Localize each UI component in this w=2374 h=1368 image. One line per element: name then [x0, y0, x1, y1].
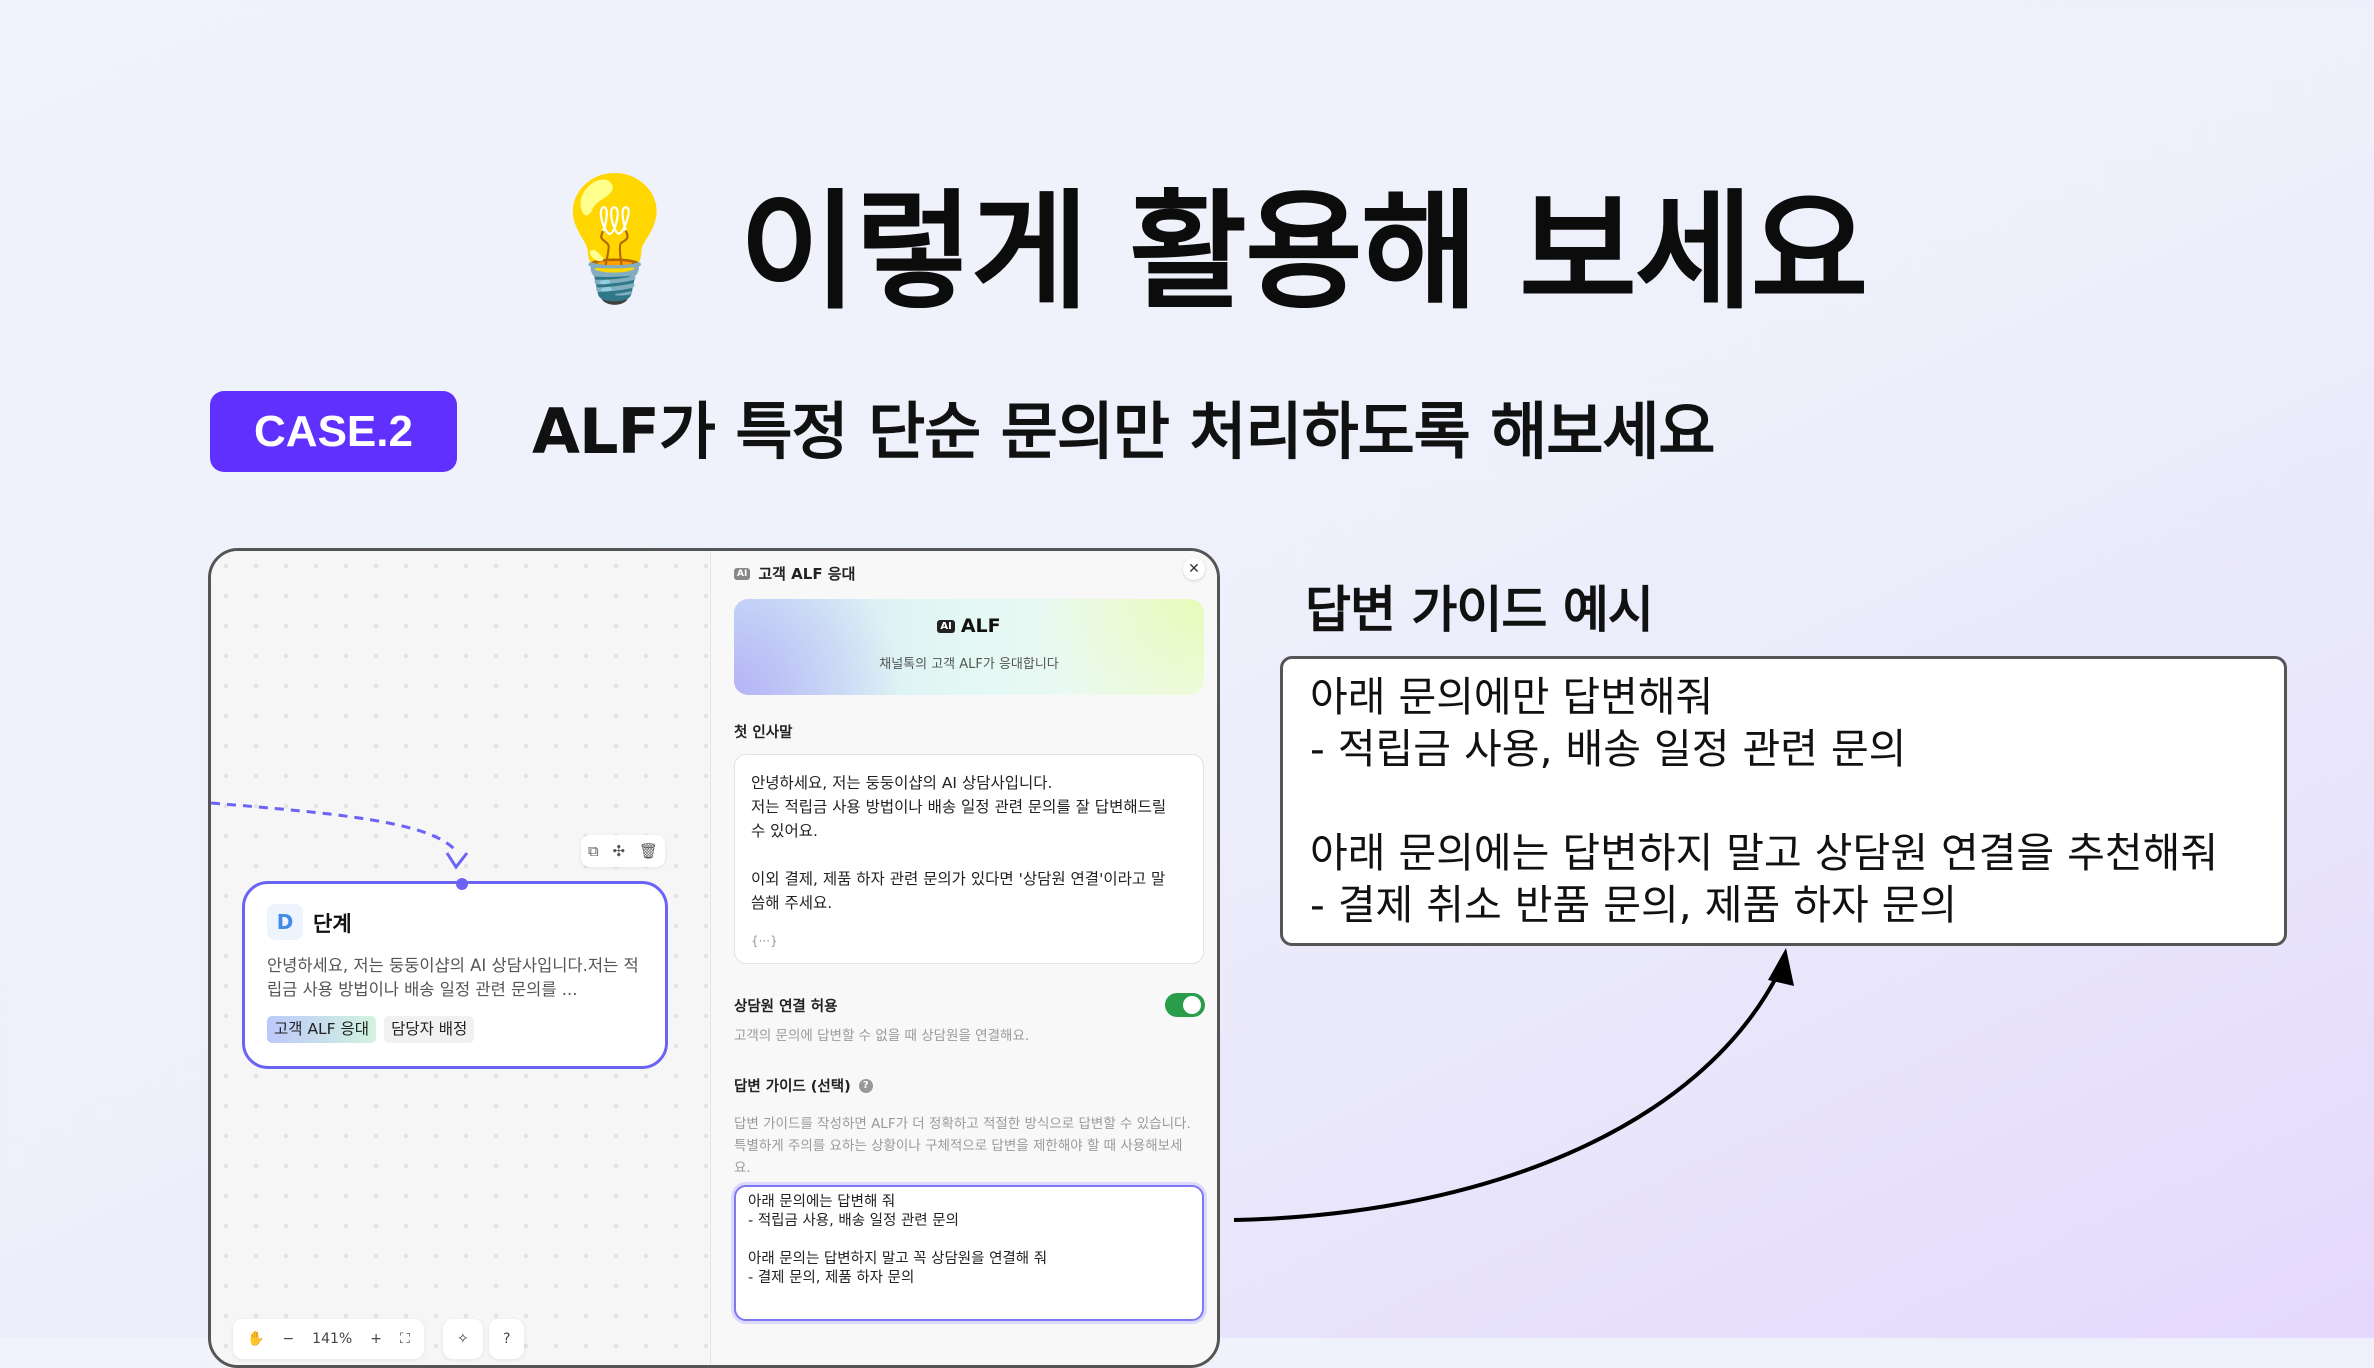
- hand-icon[interactable]: ✋: [247, 1331, 265, 1347]
- node-title: 단계: [313, 912, 352, 936]
- example-box: 아래 문의에만 답변해줘 - 적립금 사용, 배송 일정 관련 문의 아래 문의…: [1280, 656, 2287, 946]
- greeting-label: 첫 인사말: [734, 725, 793, 741]
- handoff-label: 상담원 연결 허용: [734, 999, 838, 1015]
- text-line: 안녕하세요, 저는 둥둥이샵의 AI 상담사입니다.: [751, 774, 1053, 792]
- handoff-toggle[interactable]: [1165, 993, 1205, 1017]
- help-icon: ?: [503, 1331, 511, 1347]
- ai-icon: AI: [937, 620, 955, 633]
- guide-desc-line: 답변 가이드를 작성하면 ALF가 더 정확하고 적절한 방식으로 답변할 수 …: [734, 1116, 1191, 1132]
- banner-subtitle: 채널톡의 고객 ALF가 응대합니다: [879, 657, 1059, 672]
- example-line: - 적립금 사용, 배송 일정 관련 문의: [1310, 725, 1907, 773]
- guide-desc-line: 요.: [734, 1160, 751, 1176]
- node-type-icon: D: [267, 904, 303, 940]
- node-toolbar: ⧉ ✣ 🗑: [581, 835, 665, 867]
- connection-edge: [211, 801, 469, 870]
- zoom-toolbar: ✋ − 141% + ⛶: [233, 1319, 424, 1359]
- help-button[interactable]: ?: [489, 1319, 525, 1359]
- text-line: 수 있어요.: [751, 822, 818, 840]
- text-line: - 결제 문의, 제품 하자 문의: [748, 1270, 915, 1286]
- text-line: 이외 결제, 제품 하자 관련 문의가 있다면 '상담원 연결'이라고 말: [751, 870, 1166, 888]
- magic-wand-icon: ✧: [457, 1331, 469, 1347]
- node-tag: 고객 ALF 응대: [267, 1016, 377, 1043]
- flow-canvas[interactable]: ⧉ ✣ 🗑 D 단계 안녕하세요, 저는 둥둥이샵의 AI 상담사입니다.저는 …: [211, 551, 711, 1365]
- text-line: - 적립금 사용, 배송 일정 관련 문의: [748, 1213, 959, 1229]
- copy-icon[interactable]: ⧉: [587, 842, 599, 860]
- banner-title: ALF: [960, 615, 1001, 637]
- node-description: 안녕하세요, 저는 둥둥이샵의 AI 상담사입니다.저는 적립금 사용 방법이나…: [267, 956, 639, 999]
- example-title: 답변 가이드 예시: [1305, 581, 1654, 639]
- pointer-arrow: [1233, 948, 1794, 1222]
- node-tags: 고객 ALF 응대 담당자 배정: [267, 1016, 475, 1043]
- zoom-in-button[interactable]: +: [370, 1331, 382, 1347]
- guide-desc-line: 특별하게 주의를 요하는 상황이나 구체적으로 답변을 제한해야 할 때 사용해…: [734, 1138, 1183, 1154]
- fit-view-icon[interactable]: ⛶: [399, 1331, 410, 1347]
- node-tag: 담당자 배정: [384, 1016, 475, 1043]
- zoom-level: 141%: [312, 1331, 353, 1347]
- help-icon[interactable]: ?: [858, 1078, 873, 1093]
- app-window: ⧉ ✣ 🗑 D 단계 안녕하세요, 저는 둥둥이샵의 AI 상담사입니다.저는 …: [208, 548, 1220, 1368]
- example-line: 아래 문의에는 답변하지 말고 상담원 연결을 추천해줘: [1310, 829, 2219, 877]
- case-subtitle: ALF가 특정 단순 문의만 처리하도록 해보세요: [532, 395, 1715, 468]
- case-badge: CASE.2: [210, 391, 457, 472]
- zoom-out-button[interactable]: −: [282, 1331, 295, 1347]
- page-heading: 💡 이렇게 활용해 보세요: [540, 160, 1868, 327]
- magic-wand-button[interactable]: ✧: [443, 1319, 483, 1359]
- trash-icon[interactable]: 🗑: [638, 842, 659, 860]
- page-title: 이렇게 활용해 보세요: [739, 177, 1868, 327]
- handoff-description: 고객의 문의에 답변할 수 없을 때 상담원을 연결해요.: [734, 1028, 1030, 1044]
- node-input-port[interactable]: [456, 878, 468, 890]
- ai-icon: AI: [734, 567, 751, 580]
- example-line: - 결제 취소 반품 문의, 제품 하자 문의: [1310, 881, 1958, 929]
- example-line: 아래 문의에만 답변해줘: [1310, 673, 1714, 721]
- text-line: 아래 문의는 답변하지 말고 꼭 상담원을 연결해 줘: [748, 1251, 1048, 1267]
- lightbulb-icon: 💡: [540, 170, 690, 309]
- text-line: 씀해 주세요.: [751, 894, 833, 912]
- guide-label: 답변 가이드 (선택): [734, 1079, 851, 1095]
- text-line: 아래 문의에는 답변해 줘: [748, 1194, 896, 1210]
- close-button[interactable]: ✕: [1183, 558, 1205, 580]
- flow-node[interactable]: D 단계 안녕하세요, 저는 둥둥이샵의 AI 상담사입니다.저는 적립금 사용…: [242, 881, 668, 1069]
- guide-textarea[interactable]: 아래 문의에는 답변해 줘 - 적립금 사용, 배송 일정 관련 문의 아래 문…: [734, 1185, 1204, 1321]
- greeting-textarea[interactable]: 안녕하세요, 저는 둥둥이샵의 AI 상담사입니다. 저는 적립금 사용 방법이…: [734, 754, 1204, 964]
- panel-title: 고객 ALF 응대: [758, 565, 856, 583]
- alf-banner: AI ALF 채널톡의 고객 ALF가 응대합니다: [734, 599, 1204, 695]
- puzzle-icon[interactable]: ✣: [612, 842, 626, 860]
- text-line: 저는 적립금 사용 방법이나 배송 일정 관련 문의를 잘 답변해드릴: [751, 798, 1167, 816]
- variable-token[interactable]: {···}: [751, 934, 778, 948]
